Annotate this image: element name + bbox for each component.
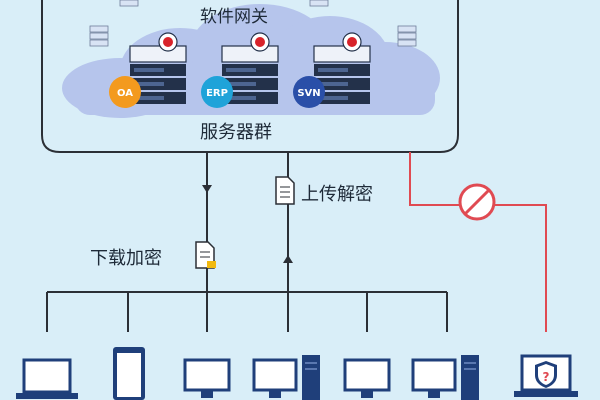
small-server-icon <box>89 25 109 47</box>
server-badge: ERP <box>201 76 233 108</box>
bus-drops <box>46 292 448 332</box>
upload-arrow-icon <box>283 255 293 263</box>
desktop-computer-icon <box>252 355 320 400</box>
tablet-icon <box>113 347 145 400</box>
server-badge: SVN <box>293 76 325 108</box>
server-rack-icon <box>129 32 187 104</box>
server-badge-label: SVN <box>297 88 320 99</box>
small-server-icon <box>119 0 139 7</box>
server-badge-label: ERP <box>206 88 228 99</box>
monitor-icon <box>183 358 231 398</box>
laptop-icon <box>16 358 78 399</box>
gateway-label: 软件网关 <box>200 7 268 27</box>
desktop-computer-icon <box>411 355 479 400</box>
server-cluster-label: 服务器群 <box>200 122 272 143</box>
small-server-icon <box>397 25 417 47</box>
monitor-icon <box>343 358 391 398</box>
blocked-path <box>409 152 547 332</box>
download-arrow-icon <box>202 185 212 193</box>
server-rack-icon <box>313 32 371 104</box>
laptop-shield-icon: ? <box>514 354 578 397</box>
upload-decrypt-label: 上传解密 <box>301 184 373 205</box>
server-rack-icon <box>221 32 279 104</box>
server-badge: OA <box>109 76 141 108</box>
small-server-icon <box>309 0 329 7</box>
blocked-icon <box>458 183 496 221</box>
server-badge-label: OA <box>117 88 133 99</box>
document-icon <box>275 176 295 205</box>
download-encrypt-label: 下载加密 <box>90 248 162 269</box>
locked-document-icon <box>195 241 216 269</box>
svg-text:?: ? <box>543 370 550 384</box>
